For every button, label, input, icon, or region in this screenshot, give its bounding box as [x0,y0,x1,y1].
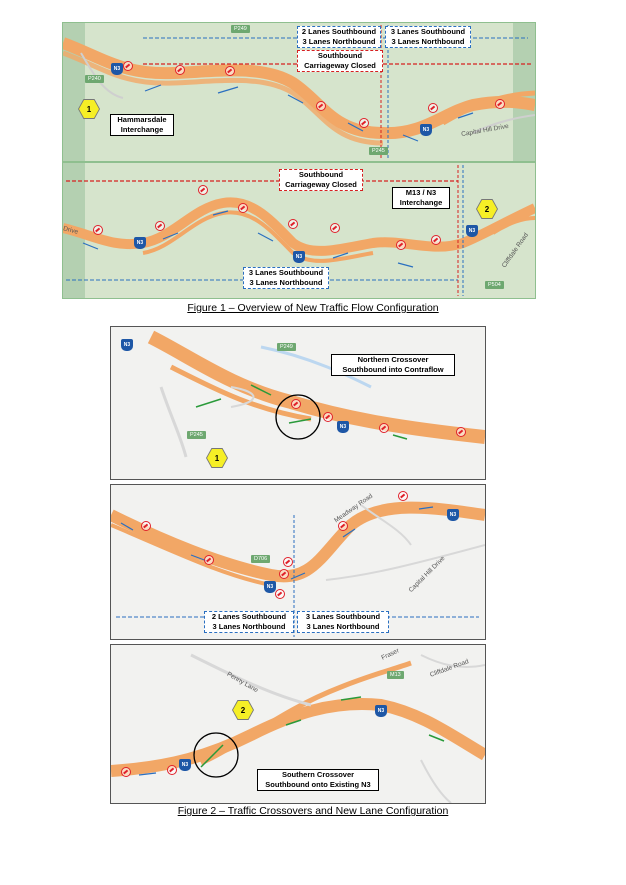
route-plate: P249 [277,343,296,351]
no-entry-icon [323,412,333,422]
no-entry-icon [155,221,165,231]
no-entry-icon [225,66,235,76]
n3-shield-icon: N3 [264,581,276,593]
figure2-b-roads [111,501,485,637]
n3-shield-icon: N3 [111,63,123,75]
no-entry-icon [275,589,285,599]
no-entry-icon [291,399,301,409]
no-entry-icon [288,219,298,229]
no-entry-icon [338,521,348,531]
no-entry-icon [359,118,369,128]
figure1-bottom-map: N3 N3 N3 P504 Cliffdale Road Drive South… [62,162,536,299]
no-entry-icon [204,555,214,565]
n3-shield-icon: N3 [134,237,146,249]
figure1-caption: Figure 1 – Overview of New Traffic Flow … [187,302,439,314]
route-plate: M13 [387,671,404,679]
route-plate: P504 [485,281,504,289]
no-entry-icon [398,491,408,501]
no-entry-icon [316,101,326,111]
no-entry-icon [121,767,131,777]
figure1-top-map: N3 N3 P249 P240 P245 Capital Hill Drive … [62,22,536,162]
no-entry-icon [495,99,505,109]
no-entry-icon [396,240,406,250]
n3-shield-icon: N3 [466,225,478,237]
no-entry-icon [238,203,248,213]
marker-2-icon: 2 [233,701,253,719]
marker-1-icon: 1 [79,100,99,118]
route-plate: D706 [251,555,271,563]
n3-shield-icon: N3 [121,339,133,351]
n3-shield-icon: N3 [179,759,191,771]
figure2-panel-b-map: N3 N3 D706 Meadway Road Capital Hill Dri… [110,484,486,640]
marker-2-icon: 2 [477,200,497,218]
no-entry-icon [456,427,466,437]
n3-shield-icon: N3 [337,421,349,433]
no-entry-icon [330,223,340,233]
no-entry-icon [279,569,289,579]
no-entry-icon [283,557,293,567]
no-entry-icon [175,65,185,75]
n3-shield-icon: N3 [420,124,432,136]
no-entry-icon [123,61,133,71]
route-plate: P245 [369,147,388,155]
n3-shield-icon: N3 [375,705,387,717]
no-entry-icon [93,225,103,235]
route-plate: P249 [231,25,250,33]
no-entry-icon [167,765,177,775]
figure2-caption: Figure 2 – Traffic Crossovers and New La… [177,805,449,817]
no-entry-icon [141,521,151,531]
n3-shield-icon: N3 [293,251,305,263]
route-plate: P240 [85,75,104,83]
no-entry-icon [428,103,438,113]
figure2-panel-c-map: N3 N3 M13 Penny Lane Fraser Cliffdale Ro… [110,644,486,804]
no-entry-icon [379,423,389,433]
n3-shield-icon: N3 [447,509,459,521]
route-plate: P245 [187,431,206,439]
no-entry-icon [431,235,441,245]
no-entry-icon [198,185,208,195]
marker-1-icon: 1 [207,449,227,467]
